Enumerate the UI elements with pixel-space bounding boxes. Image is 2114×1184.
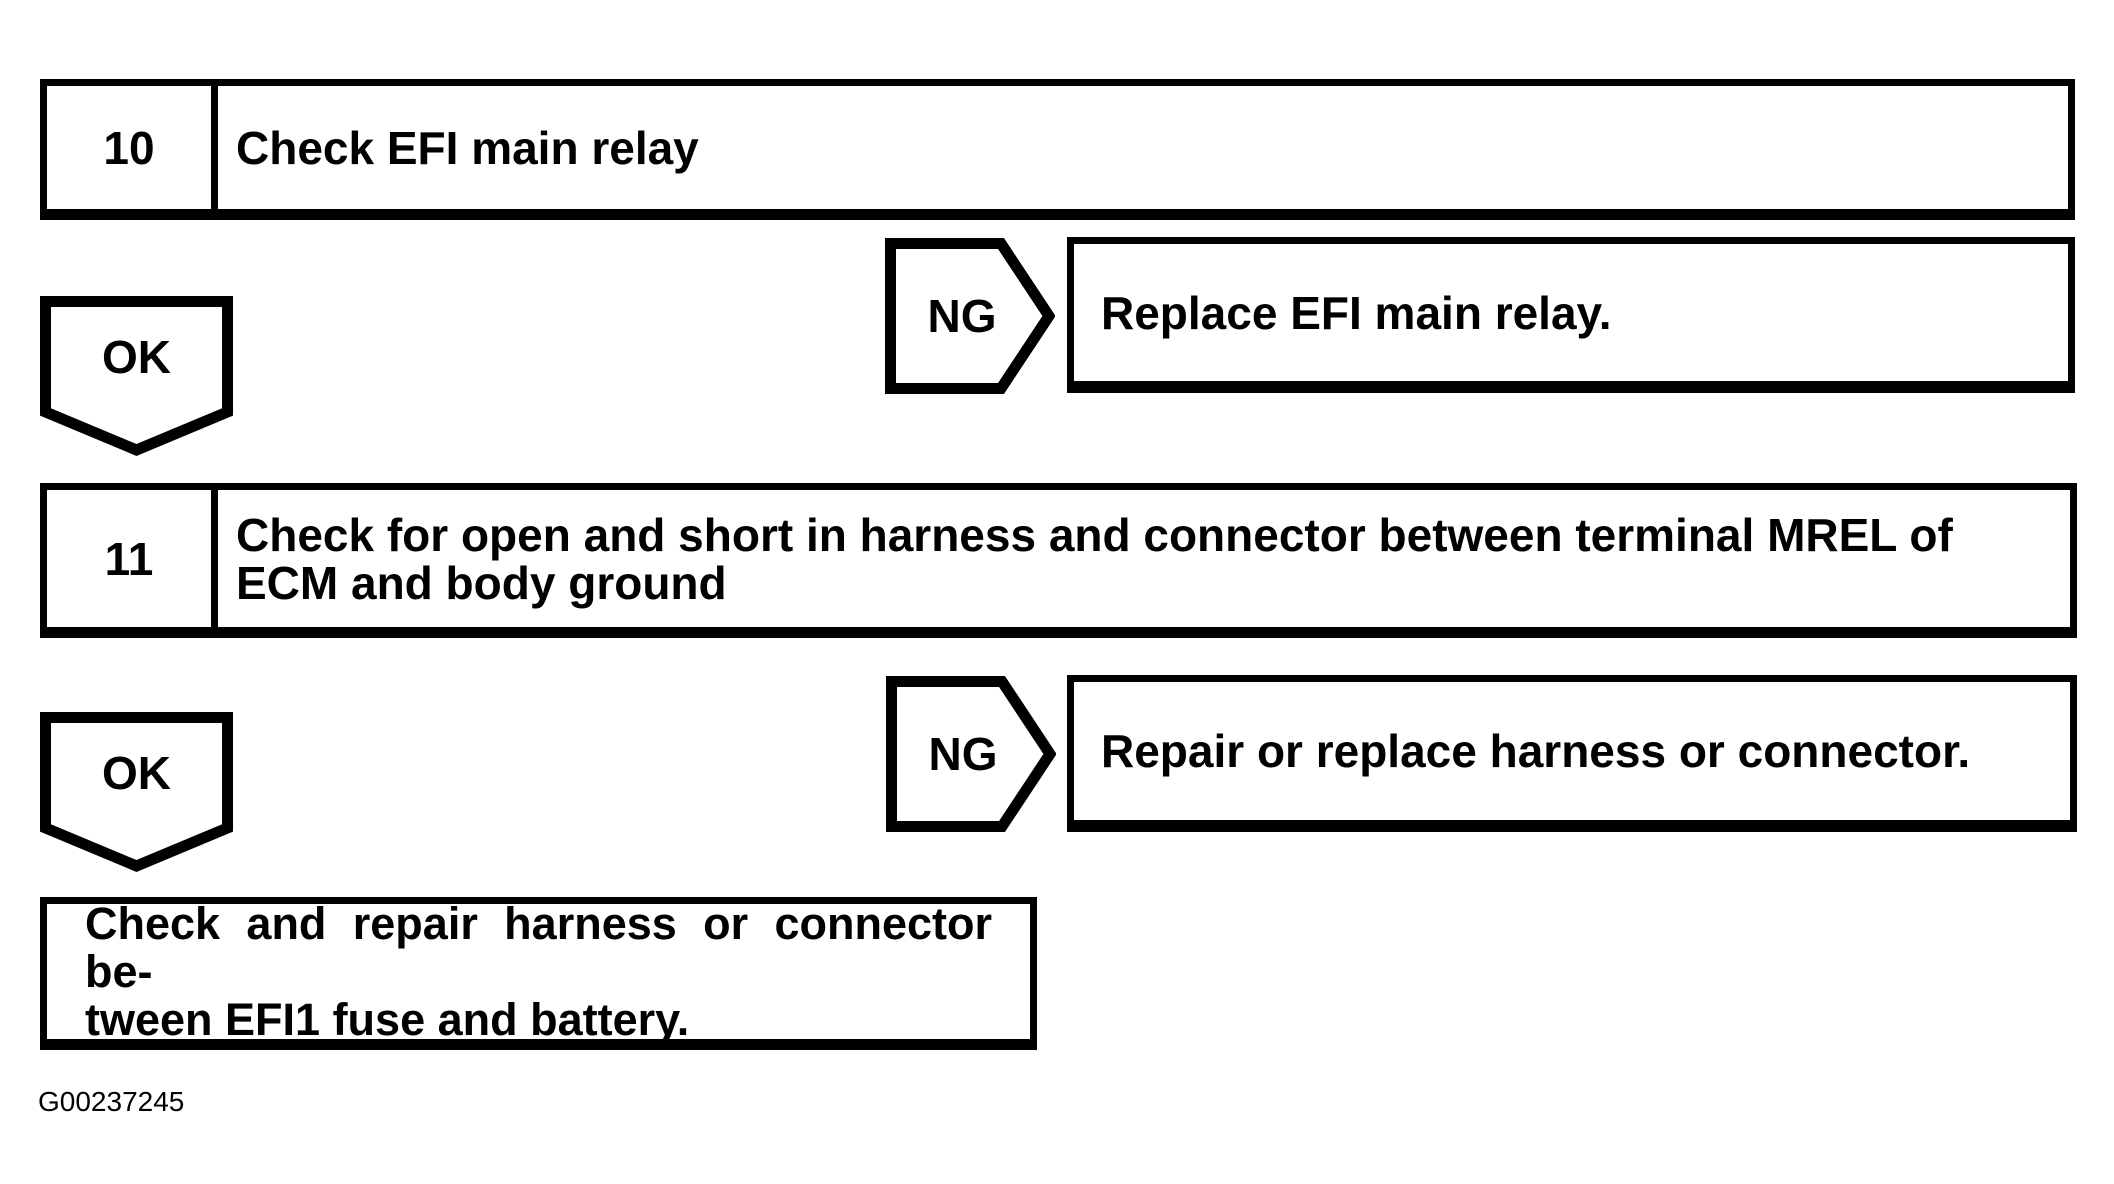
step-10-ng-result-text: Replace EFI main relay. bbox=[1101, 286, 1612, 339]
step-10-title-cell: Check EFI main relay bbox=[218, 86, 2068, 209]
step-11-box: 11 Check for open and short in harness a… bbox=[40, 483, 2077, 638]
step-11-title-cell: Check for open and short in harness and … bbox=[218, 490, 2070, 627]
step-10-number-cell: 10 bbox=[47, 86, 218, 209]
step-10-ng-connector: NG bbox=[885, 238, 1055, 394]
step-11-number: 11 bbox=[104, 532, 154, 585]
step-10-ok-connector: OK bbox=[40, 296, 233, 456]
step-11-ng-label: NG bbox=[928, 728, 998, 780]
step-10-number: 10 bbox=[103, 121, 155, 174]
ok-pentagon-icon bbox=[40, 712, 233, 872]
final-action-box: Check and repair harness or connector be… bbox=[40, 897, 1037, 1050]
figure-code: G00237245 bbox=[38, 1086, 185, 1117]
step-11-title-line1: Check for open and short in harness and … bbox=[236, 508, 1953, 561]
step-11-title-line2: ECM and body ground bbox=[236, 556, 727, 609]
step-10-ng-label: NG bbox=[927, 290, 997, 342]
step-11-number-cell: 11 bbox=[47, 490, 218, 627]
ng-pentagon-icon bbox=[886, 676, 1056, 832]
step-10-box: 10 Check EFI main relay bbox=[40, 79, 2075, 220]
step-10-title: Check EFI main relay bbox=[236, 121, 699, 174]
step-11-ng-result-box: Repair or replace harness or connector. bbox=[1067, 675, 2077, 832]
final-action-line2: tween EFI1 fuse and battery. bbox=[85, 993, 690, 1045]
step-11-ok-connector: OK bbox=[40, 712, 233, 872]
final-action-line1: Check and repair harness or connector be… bbox=[85, 897, 992, 997]
step-11-ok-label: OK bbox=[102, 746, 171, 799]
step-11-ng-result-text: Repair or replace harness or connector. bbox=[1101, 725, 1971, 777]
ng-pentagon-icon bbox=[885, 238, 1055, 394]
step-10-ng-result-box: Replace EFI main relay. bbox=[1067, 237, 2075, 393]
step-11-ng-connector: NG bbox=[886, 676, 1056, 832]
ok-pentagon-icon bbox=[40, 296, 233, 456]
step-10-ok-label: OK bbox=[102, 330, 171, 383]
